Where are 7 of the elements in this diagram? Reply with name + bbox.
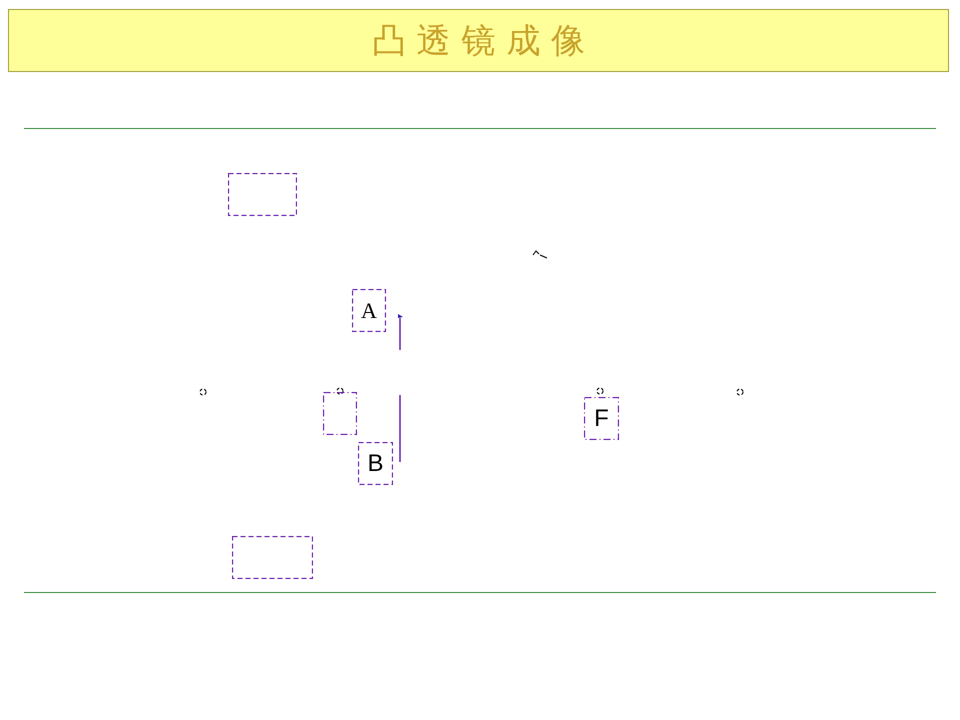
label-box: B <box>358 442 393 485</box>
empty-box <box>323 392 357 435</box>
label-box: F <box>584 397 619 440</box>
empty-box <box>232 536 313 579</box>
label-box: A <box>352 289 386 332</box>
title-text: 凸 透 镜 成 像 <box>372 20 586 62</box>
empty-box <box>228 173 297 216</box>
